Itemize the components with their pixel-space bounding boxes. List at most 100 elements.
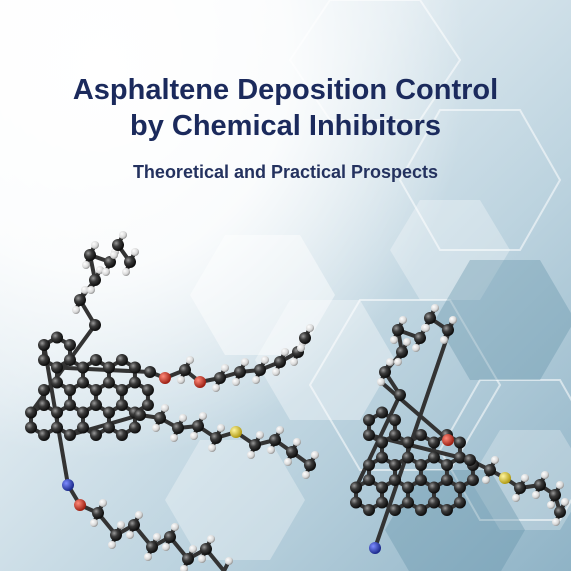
molecule-bond [373,318,455,550]
carbon-atom [25,406,38,419]
carbon-atom [146,541,158,553]
hydrogen-atom [394,358,402,366]
carbon-atom [64,384,76,396]
carbon-atom [414,504,427,516]
carbon-atom [89,399,102,411]
hydrogen-atom [556,481,564,489]
carbon-atom [363,429,376,441]
molecule-bonds [29,233,567,571]
carbon-atom [427,451,440,464]
carbon-atom [192,420,204,432]
carbon-atom [414,429,427,441]
carbon-atom [144,366,156,378]
carbon-atom [141,399,154,411]
title-block: Asphaltene Deposition Control by Chemica… [0,72,571,183]
carbon-atom [84,249,96,261]
hydrogen-atom [131,248,139,256]
carbon-atom [269,434,281,446]
hydrogen-atom [225,557,233,565]
hydrogen-atom [81,286,89,294]
hydrogen-atom [390,336,398,344]
carbon-atom [401,436,414,449]
hydrogen-atom [153,533,161,541]
hydrogen-atom [110,251,118,259]
carbon-atom [104,256,116,268]
oxygen-atom [194,376,206,388]
book-title: Asphaltene Deposition Control by Chemica… [0,72,571,144]
carbon-atom [427,481,440,494]
hydrogen-atom [284,458,292,466]
hydrogen-atom [212,384,220,392]
carbon-atom [38,354,51,366]
hexagon-filled [190,235,335,355]
carbon-atom [128,519,140,531]
hydrogen-atom [261,356,269,364]
carbon-atom [25,421,38,434]
hydrogen-atom [87,286,95,294]
hydrogen-atom [177,376,185,384]
carbon-atom [453,481,466,494]
carbon-atom [254,364,266,376]
molecule-atoms [25,231,569,571]
carbon-atom [115,384,128,396]
carbon-atom [102,421,115,434]
hydrogen-atom [162,543,170,551]
carbon-atom [89,319,101,331]
carbon-atom [102,361,115,374]
hydrogen-atom [241,358,249,366]
hydrogen-atom [217,424,225,432]
carbon-atom [76,361,89,374]
carbon-atom [304,459,316,471]
hydrogen-atom [377,378,385,386]
carbon-atom [389,504,401,516]
hydrogen-atom [431,304,439,312]
carbon-atom [389,474,401,486]
molecule-bond [379,380,450,442]
hydrogen-atom [422,324,430,332]
book-title-line-2: by Chemical Inhibitors [130,110,441,142]
hydrogen-atom [122,268,130,276]
carbon-atom [350,496,363,509]
hydrogen-atom [135,511,143,519]
carbon-atom [363,459,376,471]
carbon-atom [64,399,76,411]
carbon-atom [427,436,440,449]
nitrogen-atom [369,542,381,554]
hydrogen-atom [180,565,188,571]
carbon-atom [128,361,141,374]
carbon-atom [514,482,526,494]
carbon-atom [51,361,64,374]
carbon-atom [115,354,128,366]
hexagon-shade [385,470,525,571]
carbon-atom [51,331,64,344]
carbon-atom [115,399,128,411]
hydrogen-atom [532,491,540,499]
hydrogen-atom [297,344,305,352]
carbon-atom [396,346,408,358]
carbon-atom [442,324,454,336]
hexagon-outline [398,109,562,251]
carbon-atom [128,376,141,389]
carbon-atom [38,384,51,396]
carbon-atom [74,294,86,306]
carbon-atom [110,529,122,541]
carbon-atom [299,332,311,344]
carbon-atom [376,451,389,464]
oxygen-atom [159,372,171,384]
hydrogen-atom [199,412,207,420]
carbon-atom [394,389,406,401]
carbon-atom [440,474,453,486]
carbon-atom [89,384,102,396]
nitrogen-atom [62,479,74,491]
carbon-atom [182,553,194,565]
carbon-atom [128,421,141,434]
hydrogen-atom [290,358,298,366]
carbon-atom [363,414,376,426]
carbon-atom [484,464,496,476]
carbon-atom [554,506,566,518]
hydrogen-atom [491,456,499,464]
hydrogen-atom [179,414,187,422]
hydrogen-atom [547,501,555,509]
